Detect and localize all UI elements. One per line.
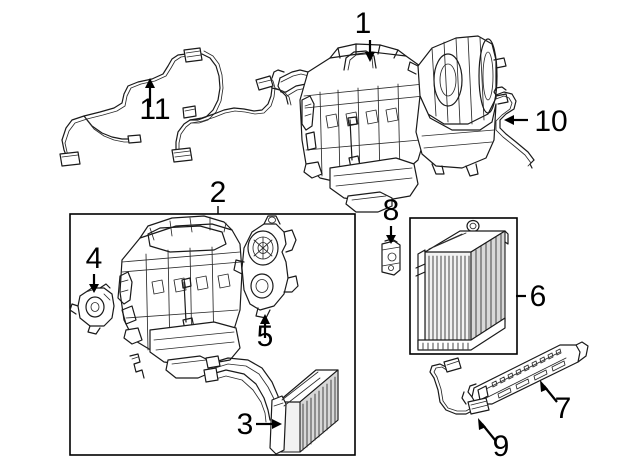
harness-clip-left: [127, 134, 142, 144]
harness-connector-lower-left: [59, 151, 81, 167]
part-air-conditioner-main-wire-harness[interactable]: [59, 47, 292, 167]
leader-5: [260, 314, 270, 338]
harness-connector-mid: [182, 105, 197, 119]
part-air-conditioner-wire-sub-harness[interactable]: [429, 357, 490, 415]
harness-connector-top: [183, 47, 203, 63]
part-heater-radiator-core-assembly[interactable]: [203, 355, 339, 455]
subharness-connector-end: [467, 397, 490, 415]
part-air-conditioner-heater-unit-assembly[interactable]: [271, 35, 509, 213]
part-air-mix-damper-servo-motor[interactable]: [69, 283, 115, 335]
callout-label-1: 1: [355, 7, 372, 40]
leader-10: [504, 115, 528, 125]
leader-8: [386, 226, 396, 244]
part-cooler-drain-hose-channel[interactable]: [467, 341, 589, 405]
harness-connector-right: [255, 75, 274, 91]
group-boxes: [69, 213, 518, 456]
leader-9: [478, 418, 496, 441]
callout-label-11: 11: [139, 93, 170, 126]
callout-leaders: [89, 40, 558, 441]
part-cooler-drain-hose[interactable]: [493, 86, 535, 169]
callout-label-4: 4: [86, 242, 103, 275]
part-mode-damper-servo-motor[interactable]: [233, 215, 299, 319]
leader-4: [89, 274, 99, 293]
box-group-2: [69, 213, 356, 456]
part-case-retainer-clip: [129, 353, 145, 379]
leader-3: [256, 419, 282, 429]
callout-labels: 1 2 3 4 5 6 7 8 9 10 11: [86, 7, 572, 463]
callout-label-6: 6: [530, 280, 547, 313]
callout-label-2: 2: [210, 176, 227, 209]
harness-connector-bottom: [171, 147, 193, 163]
box-group-6: [409, 217, 518, 355]
callout-label-7: 7: [555, 392, 572, 425]
part-cooler-evaporator-core-sub-assembly[interactable]: [415, 219, 509, 351]
part-heater-blower-case-sub-assembly[interactable]: [117, 215, 243, 379]
callout-label-10: 10: [534, 105, 567, 138]
leader-1: [365, 40, 375, 62]
callout-label-5: 5: [257, 320, 274, 353]
callout-label-8: 8: [383, 194, 400, 227]
callout-label-3: 3: [237, 408, 254, 441]
leader-7: [540, 380, 558, 403]
callout-label-9: 9: [493, 430, 510, 463]
leader-11: [145, 78, 155, 107]
subharness-connector-top: [443, 357, 462, 373]
part-evaporator-temperature-sensor-thermistor[interactable]: [381, 238, 401, 276]
